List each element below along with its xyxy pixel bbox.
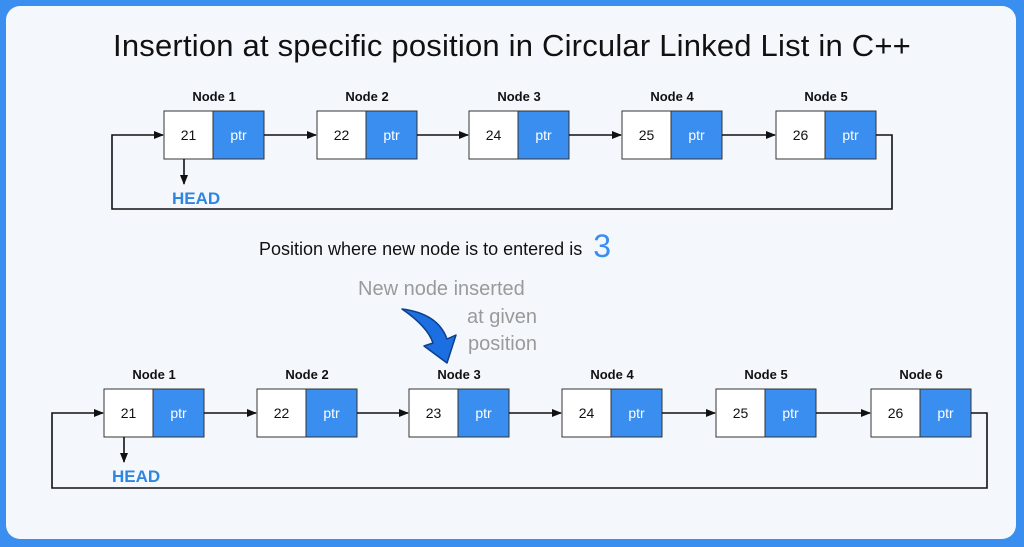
node-value: 24 — [486, 127, 502, 143]
node-value: 25 — [733, 405, 749, 421]
diagram-card — [6, 6, 1016, 539]
node-ptr-label: ptr — [383, 127, 400, 143]
node-data-cell — [715, 388, 766, 438]
head-label: HEAD — [112, 467, 160, 486]
node-label: Node 6 — [899, 367, 942, 382]
node-data-cell — [408, 388, 459, 438]
node-ptr-label: ptr — [535, 127, 552, 143]
node-value: 23 — [426, 405, 442, 421]
node-ptr-cell — [764, 388, 817, 438]
annotation-line-3: position — [468, 333, 537, 355]
node-data-cell — [870, 388, 921, 438]
node-value: 22 — [334, 127, 350, 143]
node-ptr-cell — [824, 110, 877, 160]
node-label: Node 2 — [345, 89, 388, 104]
node-label: Node 3 — [437, 367, 480, 382]
node-ptr-cell — [365, 110, 418, 160]
node-data-cell — [316, 110, 367, 160]
node-ptr-cell — [919, 388, 972, 438]
list-before-insertion: Node 1 21 ptr Node 2 22 ptr Node 3 24 ptr Node 4 2… — [111, 89, 893, 210]
position-caption-text: Position where new node is to entered is — [259, 239, 582, 259]
position-caption: Position where new node is to entered is… — [259, 228, 611, 264]
node-label: Node 5 — [804, 89, 847, 104]
node-ptr-label: ptr — [475, 405, 492, 421]
node-ptr-label: ptr — [628, 405, 645, 421]
node-value: 24 — [579, 405, 595, 421]
node-value: 26 — [888, 405, 904, 421]
curved-arrow-icon — [401, 308, 457, 364]
node-ptr-label: ptr — [230, 127, 247, 143]
node-ptr-label: ptr — [937, 405, 954, 421]
node-value: 25 — [639, 127, 655, 143]
node-ptr-cell — [670, 110, 723, 160]
node-label: Node 4 — [590, 367, 634, 382]
node-ptr-label: ptr — [782, 405, 799, 421]
page-title: Insertion at specific position in Circul… — [113, 28, 911, 63]
node-label: Node 1 — [132, 367, 175, 382]
node-data-cell — [561, 388, 612, 438]
node-ptr-cell — [517, 110, 570, 160]
node-data-cell — [775, 110, 826, 160]
node-data-cell — [621, 110, 672, 160]
node-data-cell — [256, 388, 307, 438]
annotation-line-1: New node inserted — [358, 278, 525, 300]
node-value: 21 — [181, 127, 197, 143]
annotation-line-2: at given — [467, 306, 537, 328]
node-label: Node 3 — [497, 89, 540, 104]
node-ptr-label: ptr — [842, 127, 859, 143]
annotation: New node inserted at given position — [358, 278, 537, 364]
node-ptr-label: ptr — [323, 405, 340, 421]
head-label: HEAD — [172, 189, 220, 208]
node-data-cell — [103, 388, 154, 438]
node-label: Node 5 — [744, 367, 787, 382]
node-ptr-label: ptr — [170, 405, 187, 421]
circular-loop-arrow — [111, 131, 893, 210]
node-label: Node 1 — [192, 89, 235, 104]
node-ptr-label: ptr — [688, 127, 705, 143]
position-value: 3 — [593, 228, 611, 264]
node-value: 22 — [274, 405, 290, 421]
node-label: Node 4 — [650, 89, 694, 104]
node-ptr-cell — [305, 388, 358, 438]
node-value: 26 — [793, 127, 809, 143]
list-after-insertion: Node 1 21 ptr Node 2 22 ptr Node 3 23 ptr Node 4 2… — [51, 367, 988, 489]
node-ptr-cell — [610, 388, 663, 438]
node-label: Node 2 — [285, 367, 328, 382]
node-ptr-cell — [457, 388, 510, 438]
circular-loop-arrow — [51, 409, 988, 489]
node-data-cell — [163, 110, 214, 160]
node-value: 21 — [121, 405, 137, 421]
